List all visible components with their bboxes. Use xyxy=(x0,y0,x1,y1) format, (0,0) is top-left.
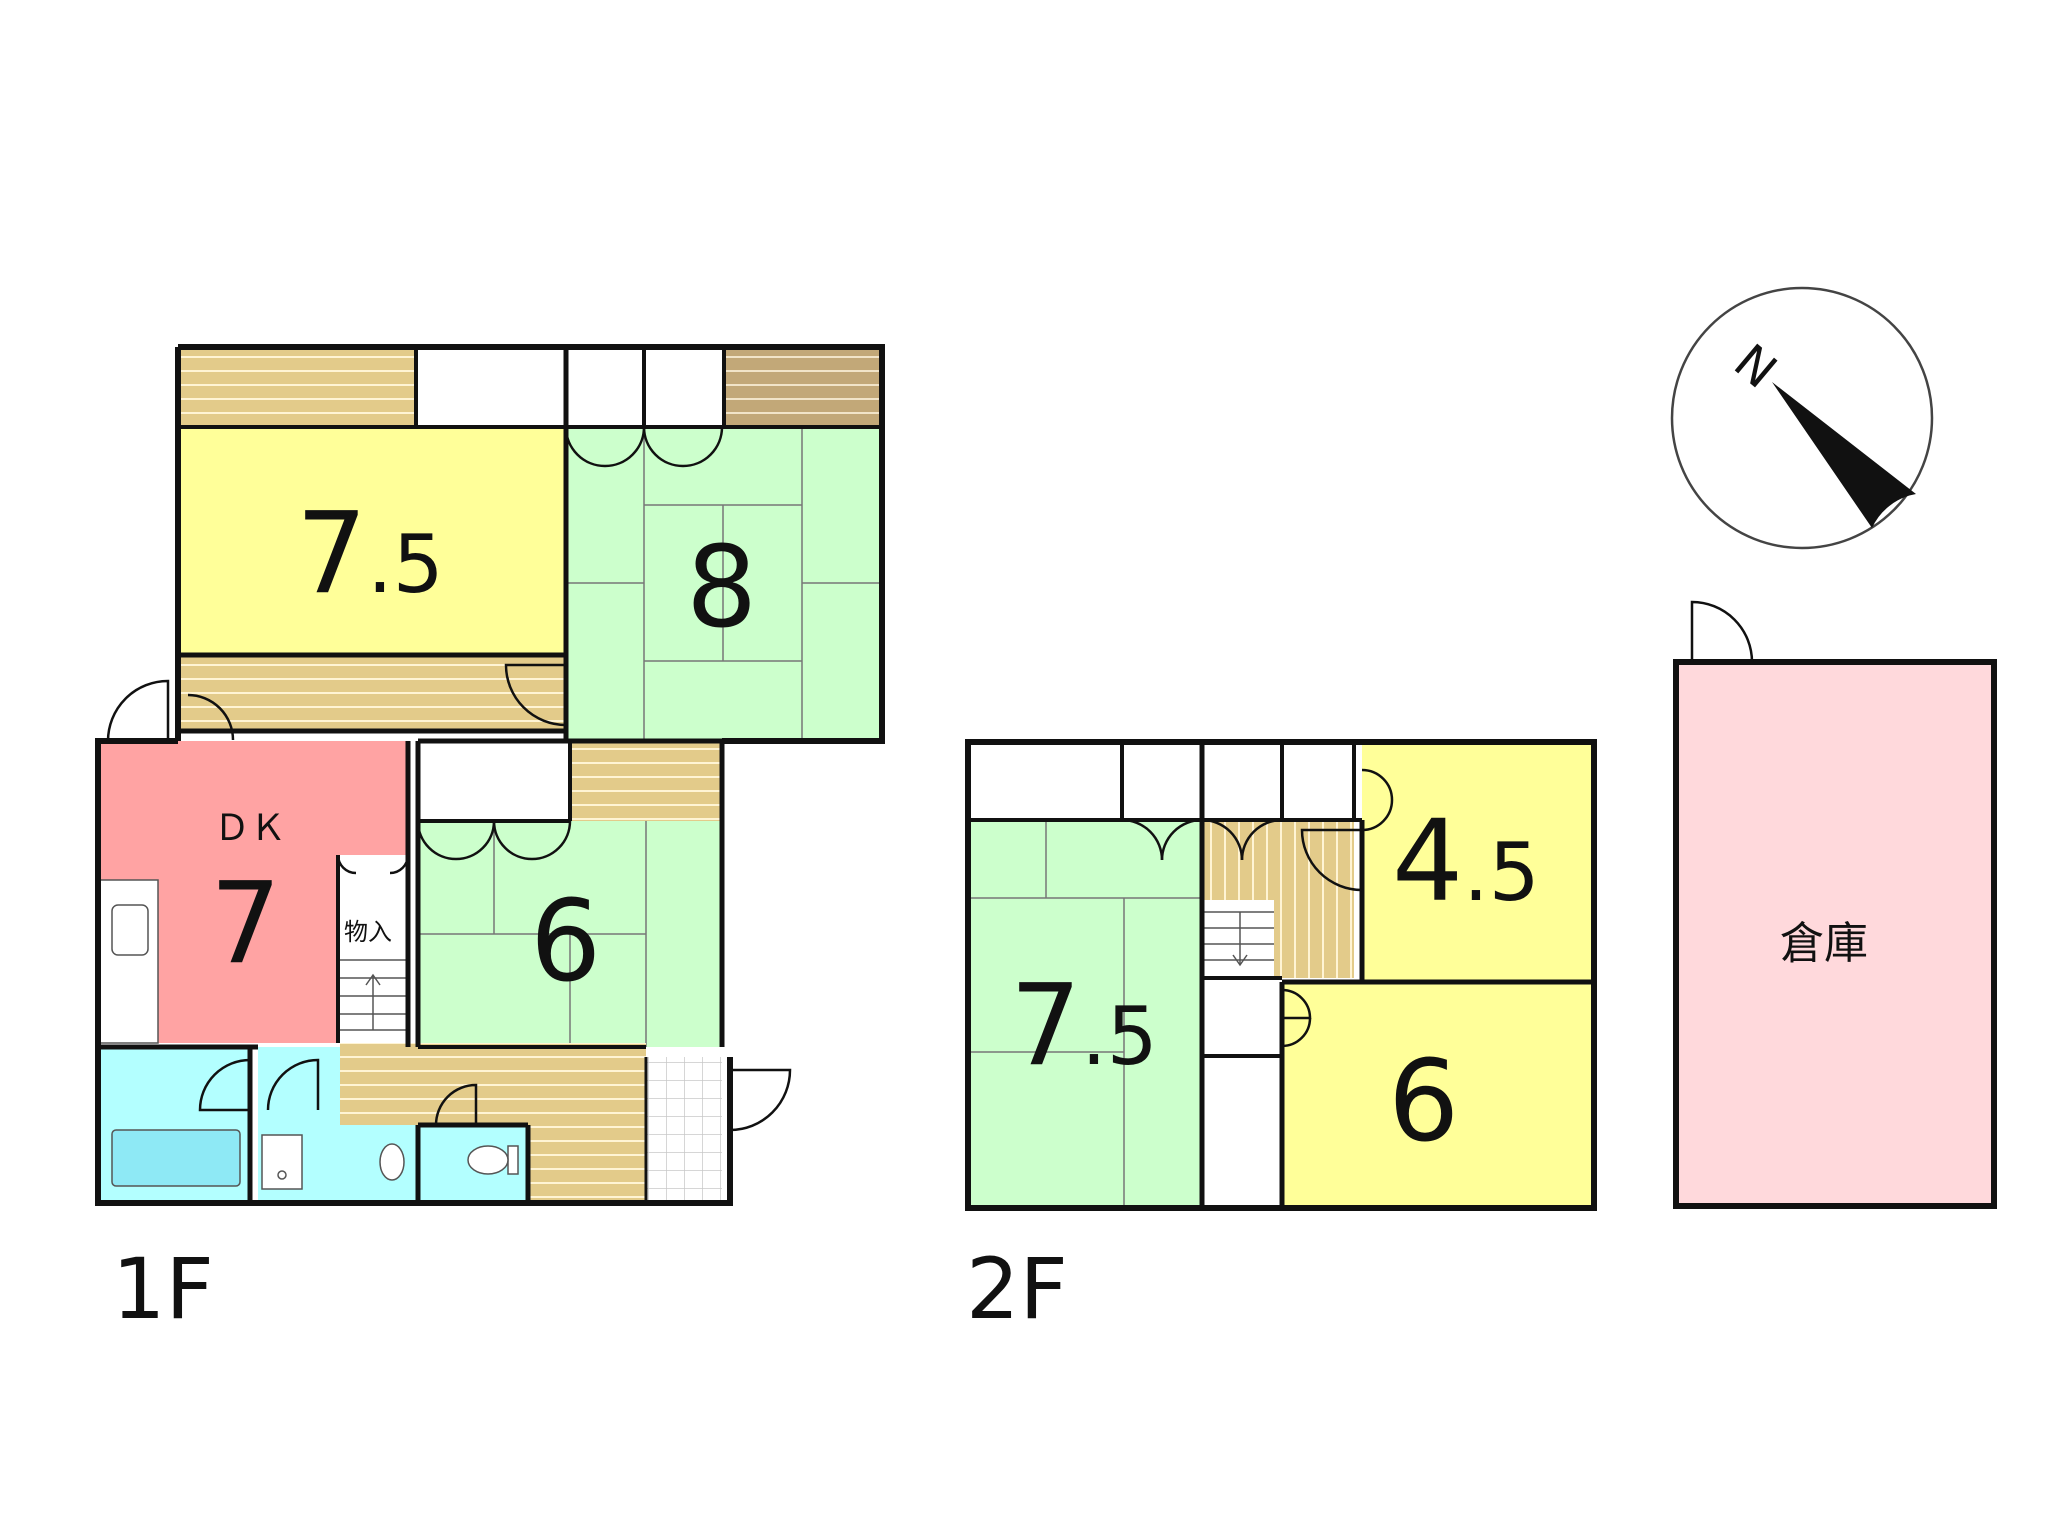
closet-2f-5 xyxy=(1202,978,1282,1056)
tatami-lines-6 xyxy=(418,821,647,1047)
stairs-2f xyxy=(1204,900,1274,978)
floor-label-1f: 1F xyxy=(112,1240,214,1338)
north-arrow-icon xyxy=(1772,382,1916,528)
room-2f-75-size: 7.5 xyxy=(1010,961,1158,1091)
room-1f-6-size: 6 xyxy=(530,877,601,1007)
sink-icon xyxy=(111,904,149,956)
warehouse xyxy=(1673,600,1997,1209)
toilet-bowl-icon xyxy=(467,1145,509,1175)
warehouse-label: 倉庫 xyxy=(1780,918,1868,969)
tatami-lines-8 xyxy=(566,427,880,739)
washer-icon xyxy=(261,1134,303,1190)
entrance-tile xyxy=(646,1057,722,1201)
hall-1f xyxy=(340,1043,646,1125)
washbasin-icon xyxy=(379,1143,405,1181)
doors-2f xyxy=(1121,768,1394,1048)
closet-2f-2 xyxy=(1122,742,1202,820)
tatami-lines-2f xyxy=(968,820,1202,1208)
room-1f-dk-label: ＤＫ xyxy=(214,808,286,849)
bathtub-icon xyxy=(111,1129,241,1187)
floor-label-2f: 2F xyxy=(966,1240,1068,1338)
toilet-tank-icon xyxy=(507,1145,519,1175)
walls-2f xyxy=(965,739,1597,1211)
stairs-1f xyxy=(338,959,408,1031)
room-2f-western-45 xyxy=(1362,742,1592,982)
second-floor xyxy=(965,739,1597,1211)
closet-2f-6 xyxy=(1202,1056,1282,1208)
closet-top-1 xyxy=(416,347,566,427)
first-floor xyxy=(95,344,885,1206)
room-2f-tatami-75 xyxy=(968,820,1202,1208)
closet-2f-3 xyxy=(1202,742,1282,820)
corridor-1f xyxy=(178,655,566,731)
room-1f-western-75 xyxy=(178,427,566,655)
storage-1f-label: 物入 xyxy=(344,918,392,946)
warehouse-floor xyxy=(1673,659,1997,1209)
hall-1f-lower xyxy=(528,1125,646,1201)
kitchen-counter xyxy=(99,879,159,1044)
room-1f-dk-size: 7 xyxy=(210,859,281,989)
labels: 7.5 8 ＤＫ 7 6 物入 7.5 4.5 6 倉庫 1F 2F xyxy=(112,489,1868,1338)
compass: N xyxy=(1670,286,1934,550)
room-1f-8-size: 8 xyxy=(686,523,757,653)
closet-2f-1 xyxy=(968,742,1122,820)
room-1f-75-size: 7.5 xyxy=(296,489,444,619)
balcony-1f xyxy=(178,347,416,427)
closet-6-1 xyxy=(418,741,570,821)
stairs-2f-lines xyxy=(1204,911,1274,967)
drain-icon xyxy=(277,1170,287,1180)
closet-2f-4 xyxy=(1282,742,1354,820)
room-2f-45-size: 4.5 xyxy=(1392,797,1540,927)
walls-1f xyxy=(95,344,885,1206)
veranda-1f xyxy=(724,347,880,427)
warehouse-door xyxy=(1690,600,1754,663)
room-2f-6-size: 6 xyxy=(1388,1037,1459,1167)
doors-1f xyxy=(106,426,792,1132)
closet-top-3 xyxy=(644,347,724,427)
wood-strip-6 xyxy=(570,741,722,821)
closet-top-2 xyxy=(566,347,644,427)
room-2f-western-6 xyxy=(1282,982,1592,1208)
